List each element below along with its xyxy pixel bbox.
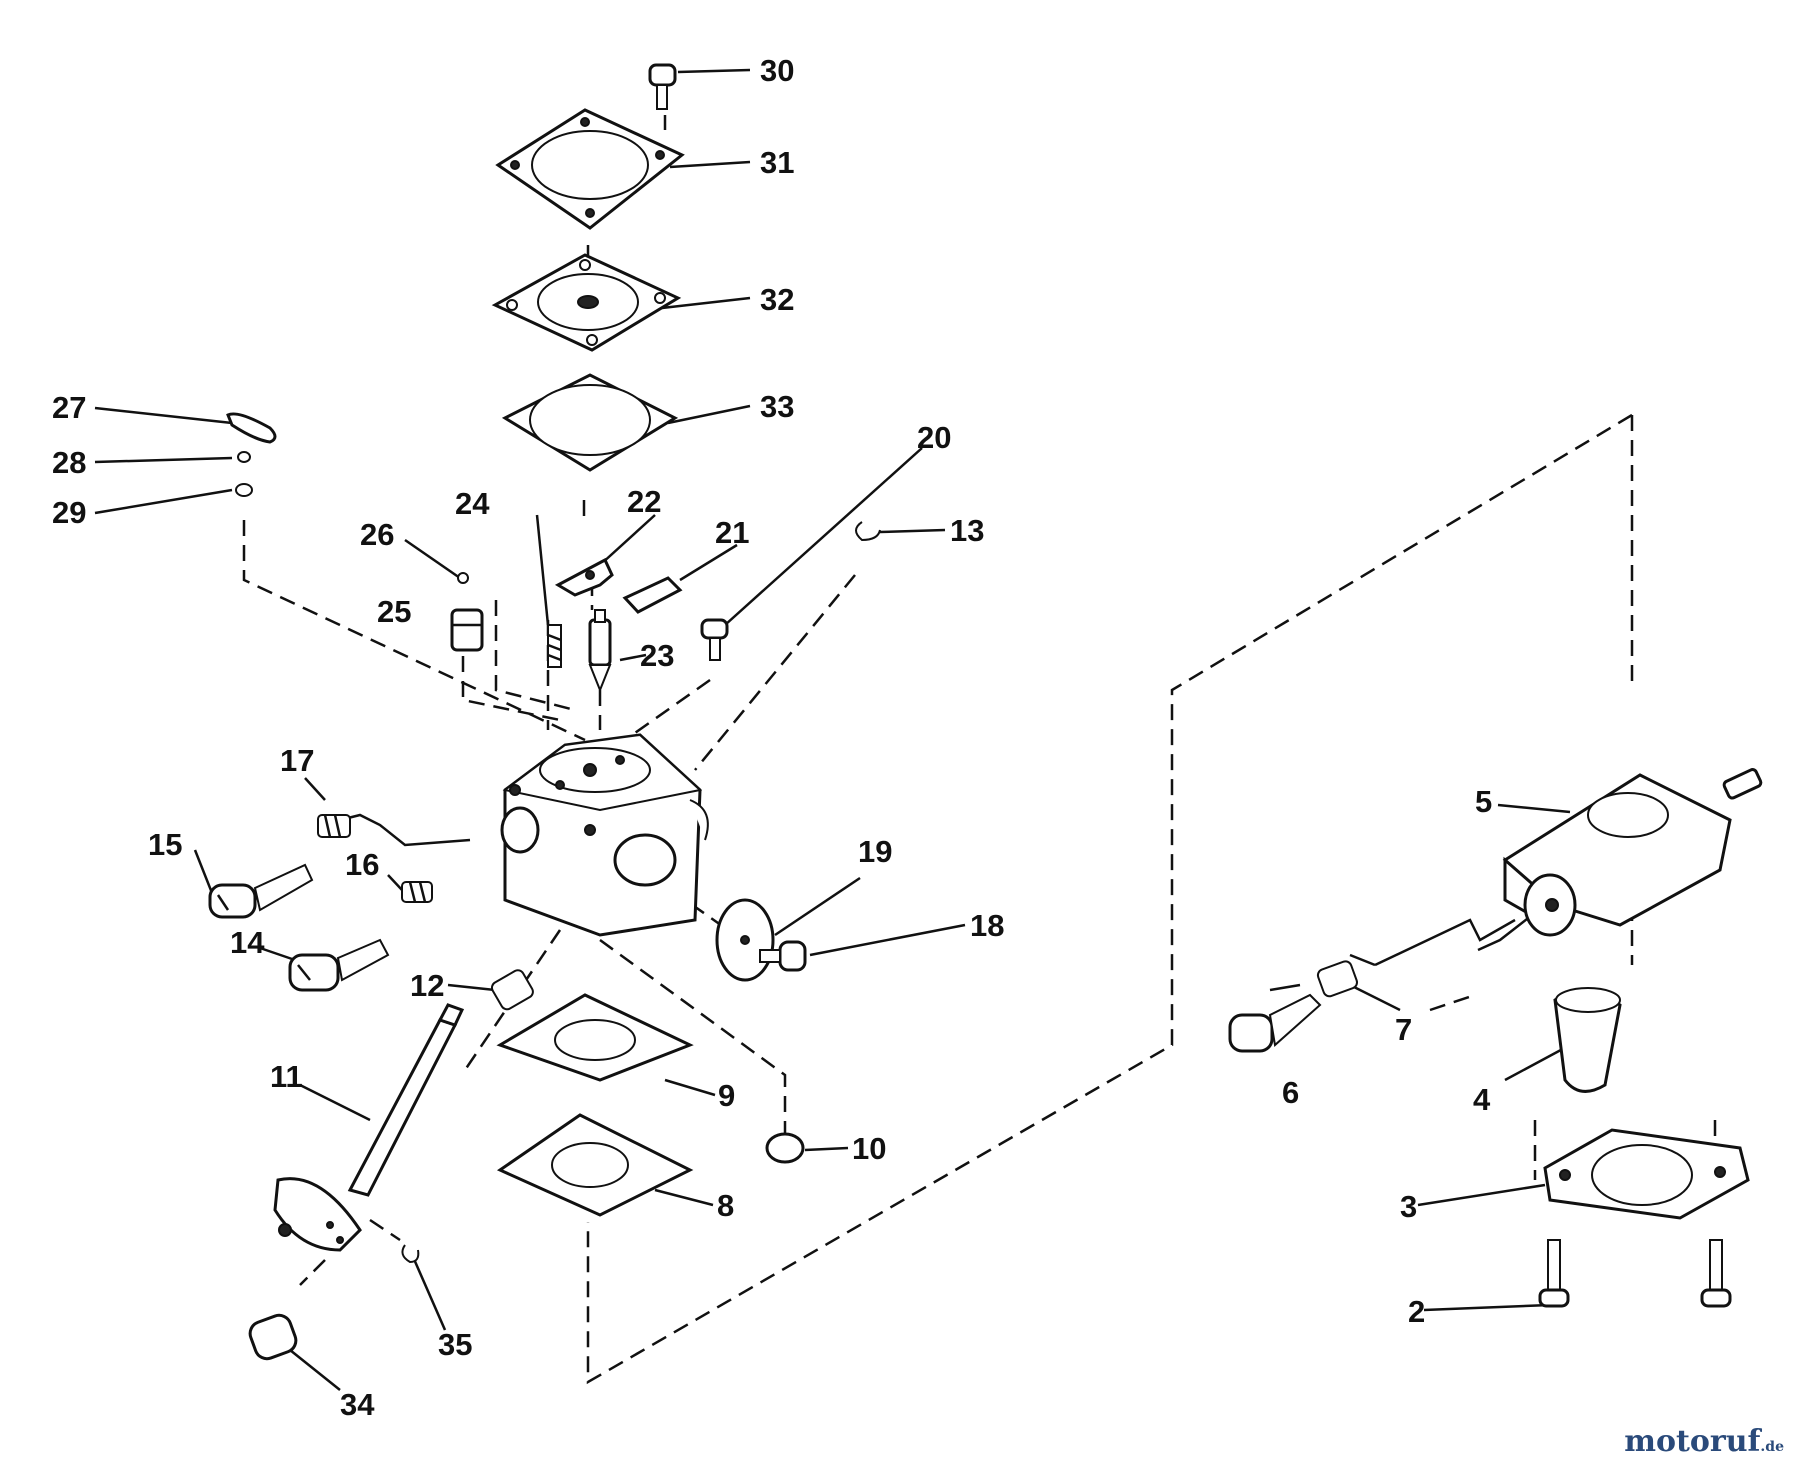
label-11: 11 bbox=[270, 1059, 303, 1094]
label-17: 17 bbox=[280, 743, 314, 778]
label-8: 8 bbox=[717, 1188, 734, 1223]
part-18-screw bbox=[759, 940, 807, 972]
label-26: 26 bbox=[360, 517, 394, 552]
part-11-throttle-shaft bbox=[273, 1003, 465, 1252]
part-22-lever bbox=[554, 557, 614, 597]
label-27: 27 bbox=[52, 390, 86, 425]
part-20-screw bbox=[700, 618, 729, 661]
label-16: 16 bbox=[345, 847, 379, 882]
part-7-spring bbox=[1316, 960, 1359, 998]
part-28-ring bbox=[237, 451, 251, 463]
label-20: 20 bbox=[917, 420, 951, 455]
part-19-plate bbox=[715, 898, 775, 982]
part-21-pin bbox=[622, 576, 683, 614]
part-6-screw bbox=[1228, 993, 1322, 1053]
assembly-guide-lines bbox=[242, 115, 1717, 1385]
part-9-gasket bbox=[496, 993, 694, 1082]
part-27-pin bbox=[226, 412, 277, 444]
label-23: 23 bbox=[640, 638, 674, 673]
label-25: 25 bbox=[377, 594, 411, 629]
part-16-spring bbox=[401, 881, 433, 903]
part-12-spring bbox=[490, 969, 534, 1011]
label-5: 5 bbox=[1475, 784, 1492, 819]
label-14: 14 bbox=[230, 925, 265, 960]
label-13: 13 bbox=[950, 513, 984, 548]
part-5-pump bbox=[1502, 768, 1763, 937]
part-26-ball bbox=[457, 572, 469, 584]
part-10-nut bbox=[765, 1132, 805, 1164]
part-3-gasket bbox=[1543, 1128, 1750, 1220]
parts bbox=[208, 63, 1763, 1361]
label-9: 9 bbox=[718, 1078, 735, 1113]
watermark-suffix: .de bbox=[1760, 1439, 1784, 1455]
label-19: 19 bbox=[858, 834, 892, 869]
label-18: 18 bbox=[970, 908, 1004, 943]
part-30-screw bbox=[648, 63, 677, 110]
label-4: 4 bbox=[1473, 1082, 1491, 1117]
part-25-plug bbox=[450, 608, 484, 652]
part-15-screw bbox=[208, 863, 314, 919]
part-8-gasket bbox=[496, 1113, 694, 1217]
part-32-diaphragm bbox=[491, 253, 682, 352]
label-15: 15 bbox=[148, 827, 182, 862]
part-35-clip bbox=[401, 1244, 420, 1264]
part-31-cover bbox=[495, 108, 685, 230]
watermark-logo: motoruf.de bbox=[1624, 1424, 1784, 1459]
label-10: 10 bbox=[852, 1131, 886, 1166]
label-22: 22 bbox=[627, 484, 661, 519]
label-33: 33 bbox=[760, 389, 794, 424]
label-32: 32 bbox=[760, 282, 794, 317]
label-24: 24 bbox=[455, 486, 490, 521]
label-21: 21 bbox=[715, 515, 749, 550]
label-31: 31 bbox=[760, 145, 794, 180]
part-4-cup bbox=[1553, 987, 1622, 1093]
carburetor-body bbox=[500, 733, 709, 937]
part-17-spring bbox=[317, 814, 351, 838]
part-2-screws bbox=[1538, 1239, 1732, 1308]
part-34-knob bbox=[248, 1313, 298, 1361]
part-29-ring bbox=[235, 483, 253, 497]
label-6: 6 bbox=[1282, 1075, 1299, 1110]
part-number-labels: 30 31 32 33 27 28 29 20 22 21 24 26 13 2… bbox=[52, 53, 1492, 1422]
label-29: 29 bbox=[52, 495, 86, 530]
label-7: 7 bbox=[1395, 1012, 1412, 1047]
part-24-spring bbox=[547, 624, 562, 668]
label-30: 30 bbox=[760, 53, 794, 88]
part-23-needle bbox=[588, 609, 612, 693]
watermark-brand: motoruf bbox=[1624, 1424, 1761, 1459]
label-35: 35 bbox=[438, 1327, 472, 1362]
part-13-clip bbox=[855, 521, 881, 542]
label-12: 12 bbox=[410, 968, 444, 1003]
part-14-screw bbox=[288, 938, 390, 992]
label-34: 34 bbox=[340, 1387, 375, 1422]
label-3: 3 bbox=[1400, 1189, 1417, 1224]
part-33-gasket bbox=[501, 373, 679, 472]
label-28: 28 bbox=[52, 445, 86, 480]
label-2: 2 bbox=[1408, 1294, 1425, 1329]
